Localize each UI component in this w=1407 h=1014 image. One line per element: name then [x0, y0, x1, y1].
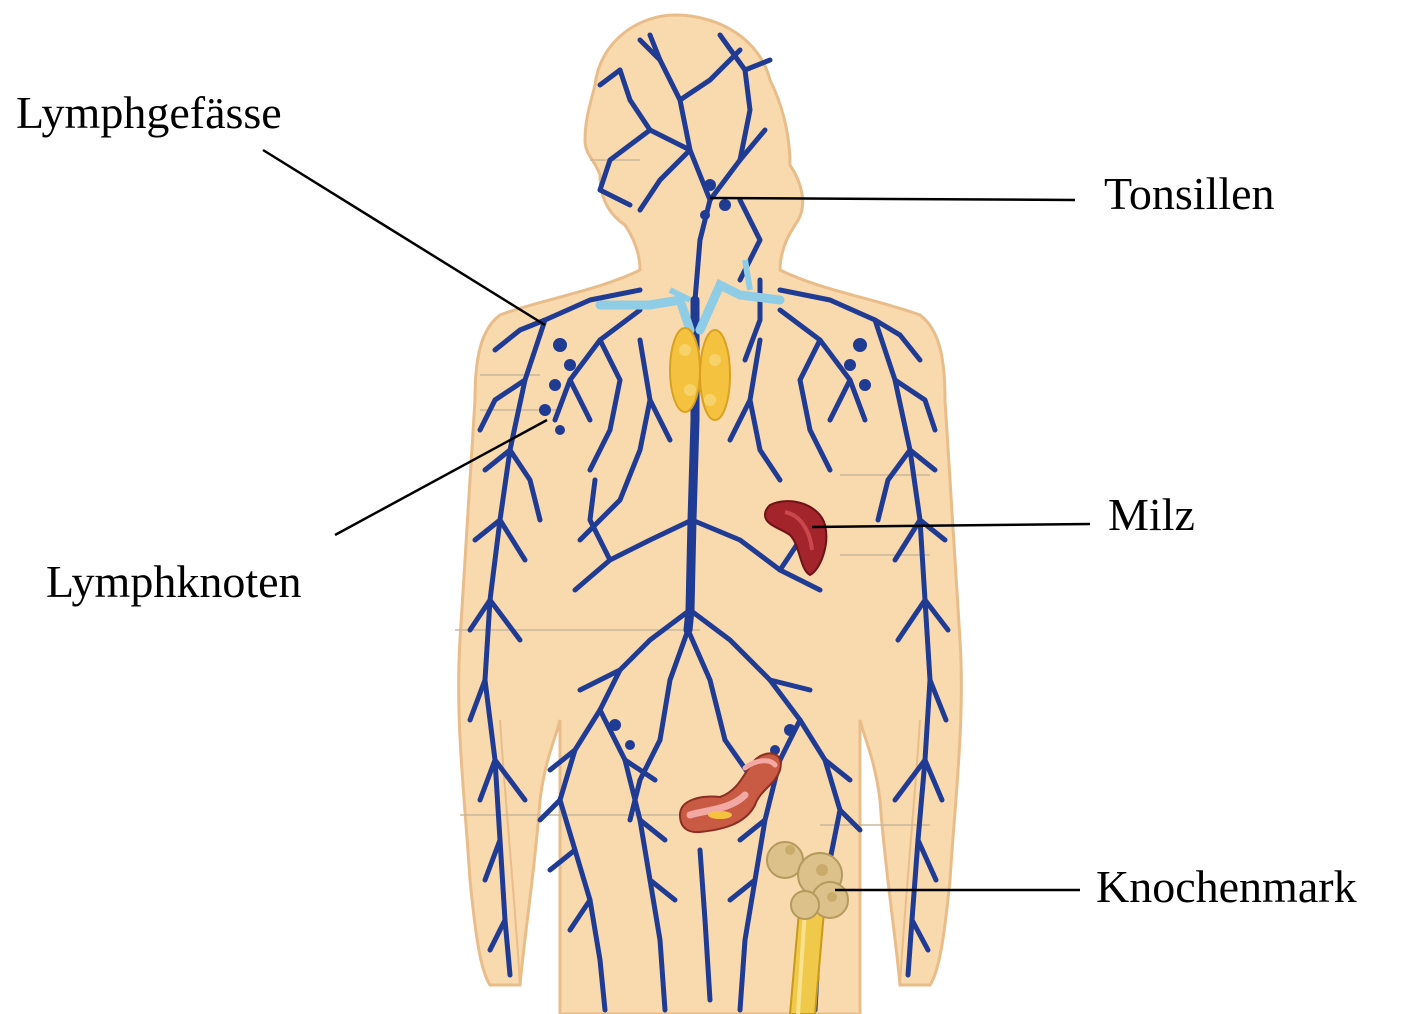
label-knochenmark: Knochenmark [1096, 864, 1357, 910]
label-milz: Milz [1108, 492, 1195, 538]
body-outline [459, 15, 962, 1014]
label-lymphgefaesse: Lymphgefässe [16, 90, 282, 136]
label-lymphknoten: Lymphknoten [46, 559, 302, 605]
body-silhouette [459, 15, 962, 1014]
label-tonsillen: Tonsillen [1104, 171, 1275, 217]
leader-line-lymphgefaesse [263, 150, 545, 325]
